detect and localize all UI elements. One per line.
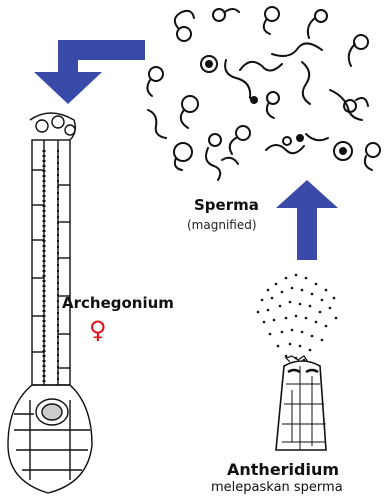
- arrow-down-left: [34, 40, 145, 104]
- antheridium-subtitle: melepaskan sperma: [211, 480, 343, 495]
- sperm-cells-illustration: [147, 7, 380, 180]
- arrow-up: [276, 180, 338, 260]
- antheridium-illustration: [257, 274, 338, 450]
- sperma-label: Sperma: [194, 196, 259, 214]
- antheridium-label: Antheridium: [227, 460, 339, 479]
- released-sperm-dots: [257, 274, 338, 362]
- sperma-subtitle: (magnified): [187, 218, 257, 232]
- archegonium-label: Archegonium: [62, 294, 174, 312]
- female-symbol-icon: ♀: [89, 318, 107, 342]
